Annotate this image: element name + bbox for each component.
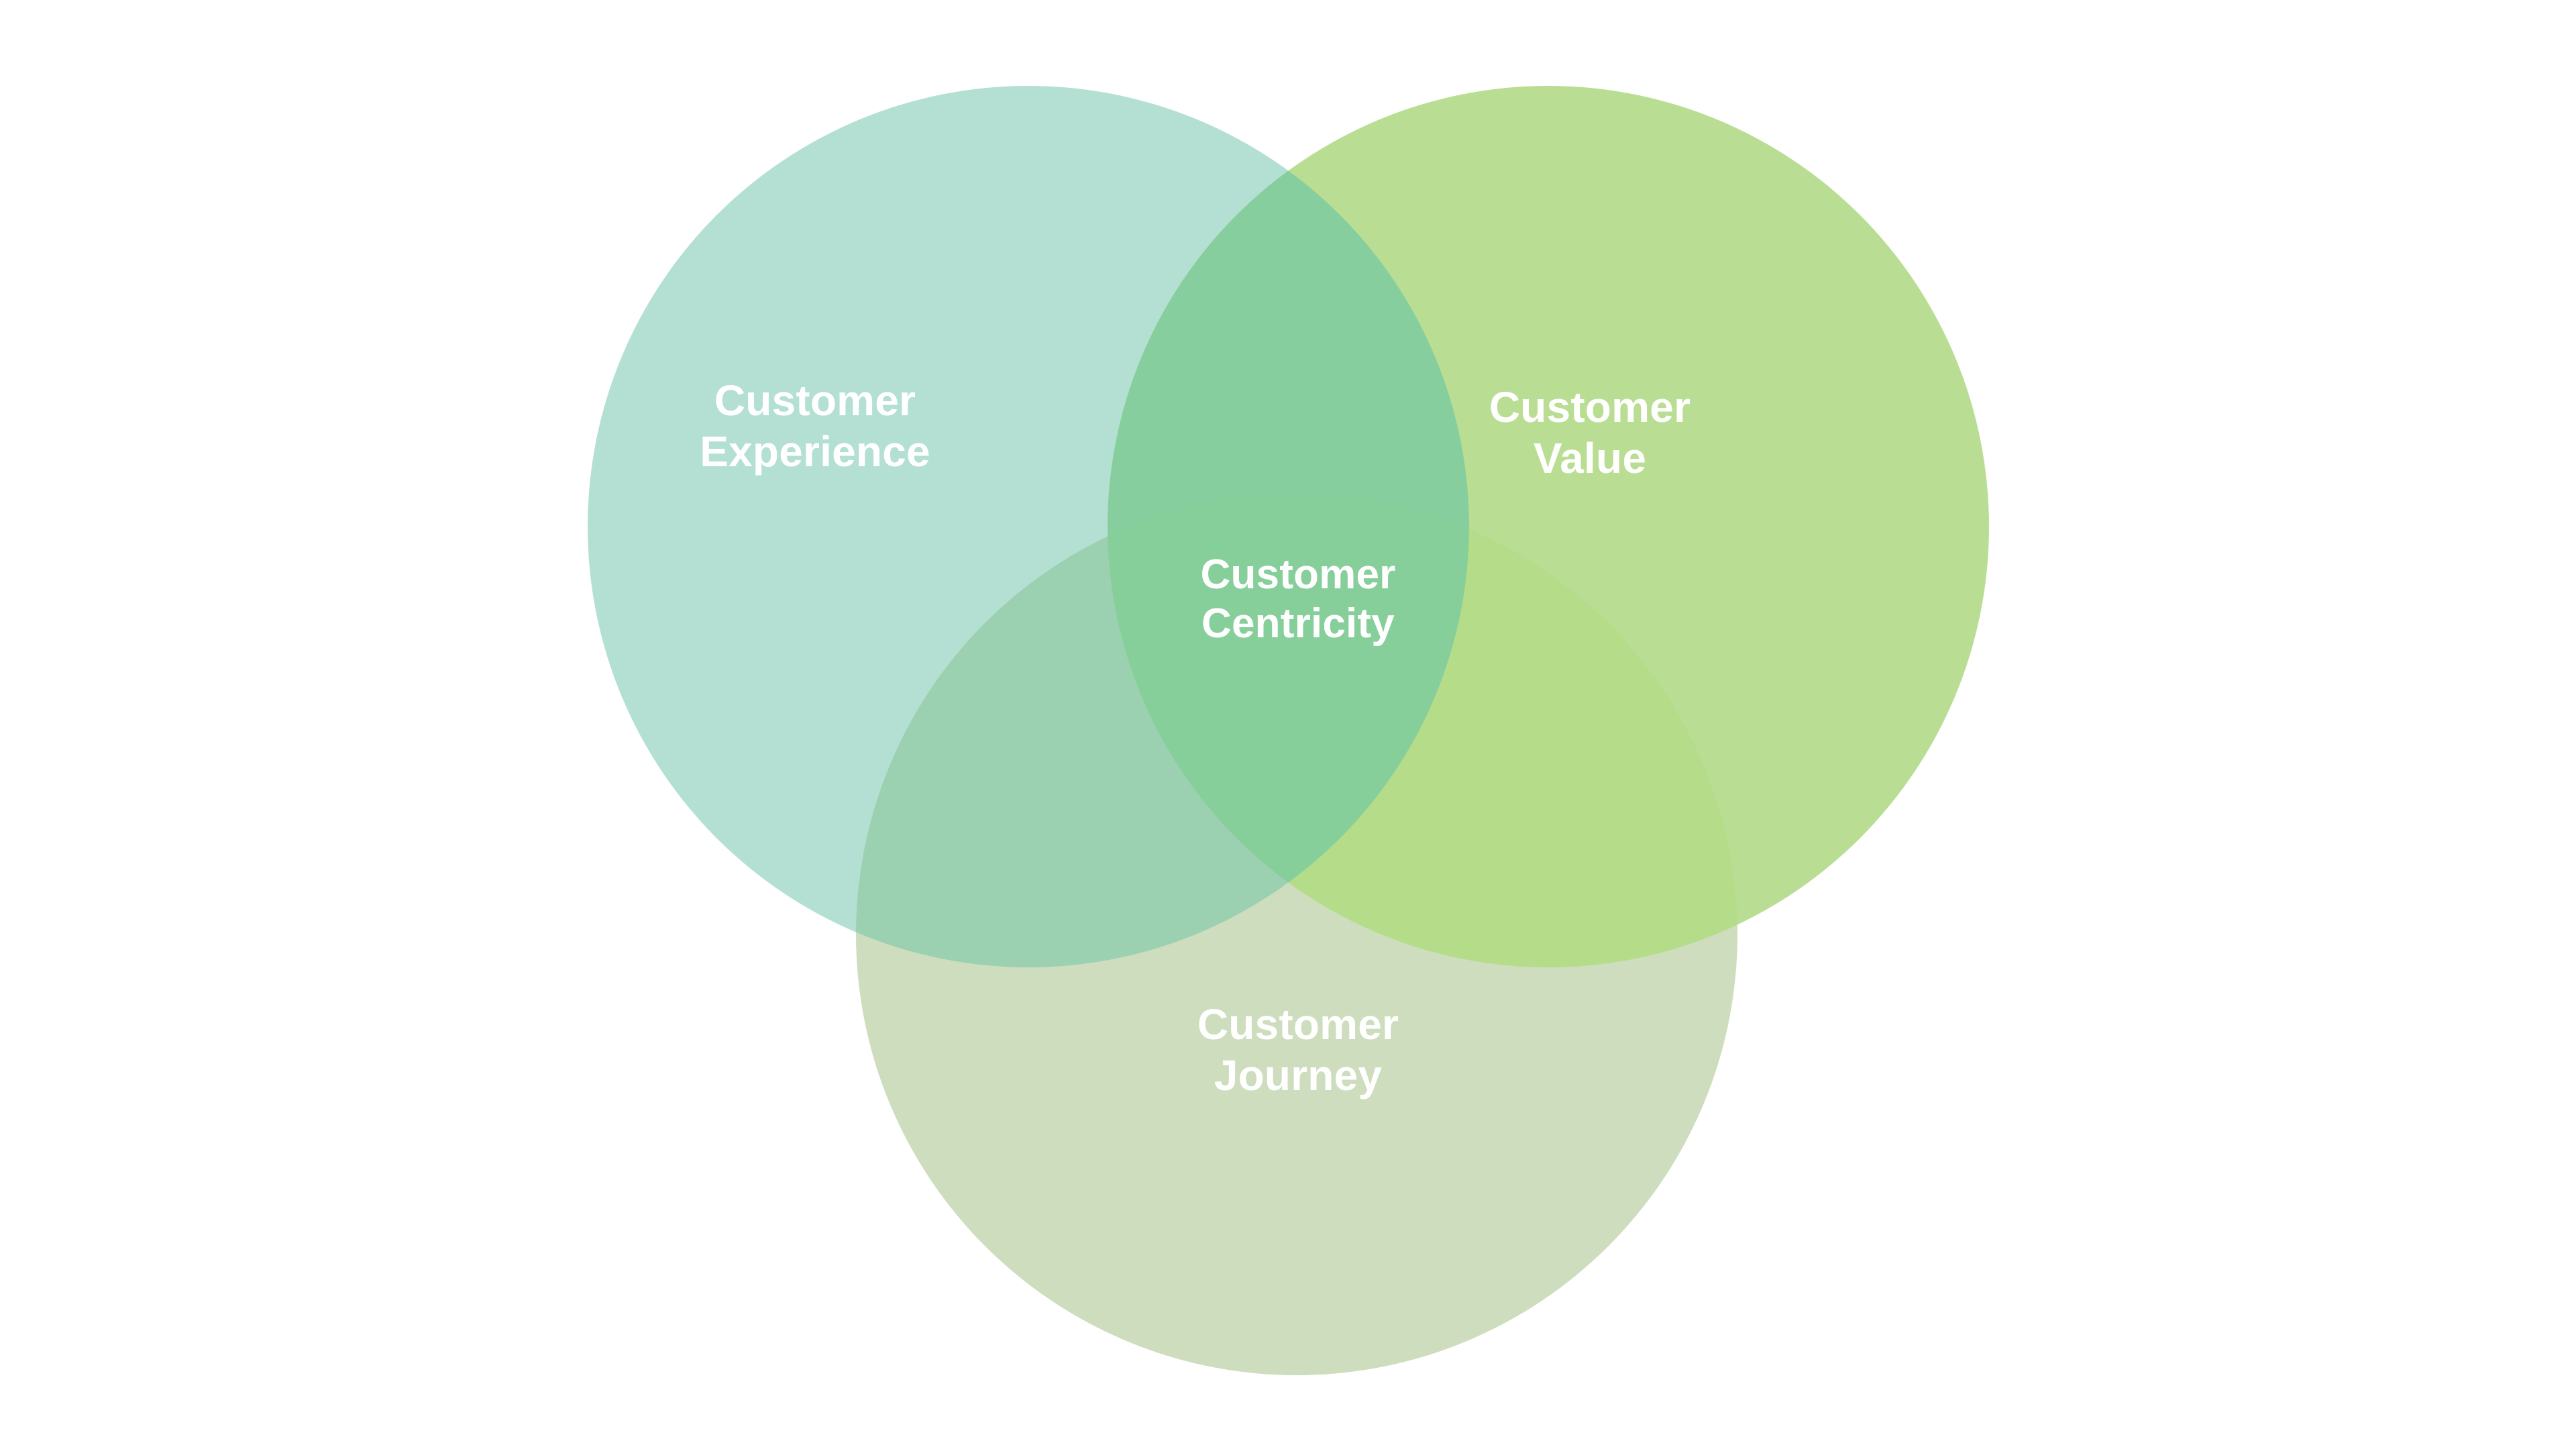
intersection-all-three bbox=[1108, 494, 1469, 967]
